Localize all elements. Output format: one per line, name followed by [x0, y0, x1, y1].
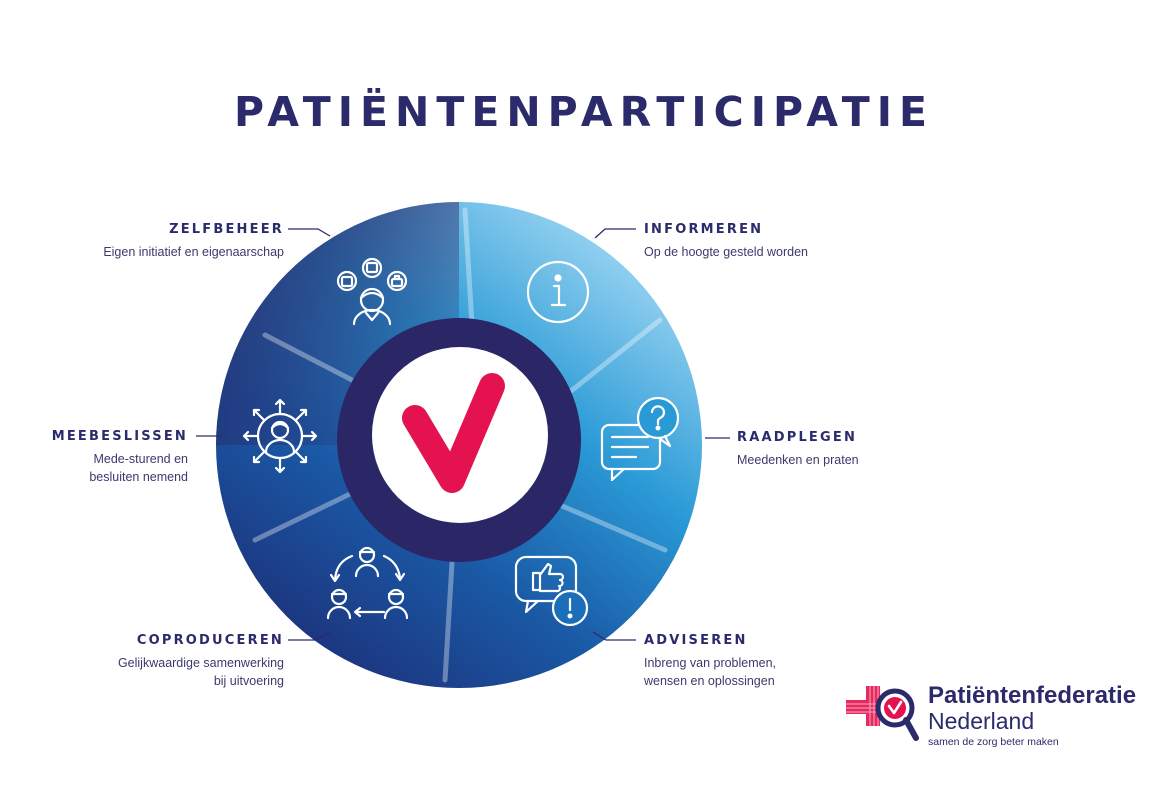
checkmark-icon — [402, 373, 505, 493]
heading-coproduceren: COPRODUCEREN — [136, 633, 284, 648]
logo-name-line1: Patiëntenfederatie — [928, 682, 1137, 709]
person-arrows-icon — [242, 398, 318, 474]
description-adviseren: Inbreng van problemen, wensen en oplossi… — [644, 656, 777, 688]
heading-adviseren: ADVISEREN — [644, 633, 748, 648]
divider-2 — [563, 317, 663, 398]
divider-1 — [462, 207, 475, 328]
divider-6 — [262, 332, 355, 383]
divider-5 — [252, 490, 355, 543]
divider-3 — [557, 502, 668, 553]
logo: Patiëntenfederatie Nederland samen de zo… — [846, 682, 1146, 752]
label-meebeslissen: MEEBESLISSEN Mede-sturend en besluiten n… — [52, 429, 188, 486]
connector-adviseren — [592, 631, 636, 641]
people-cycle-icon — [326, 546, 409, 620]
label-informeren: INFORMEREN Op de hoogte gesteld worden — [644, 222, 808, 261]
heading-informeren: INFORMEREN — [644, 222, 764, 237]
connector-zelfbeheer — [288, 228, 331, 237]
logo-name-line2: Nederland — [928, 708, 1035, 734]
info-circle-icon — [526, 260, 590, 324]
heading-raadplegen: RAADPLEGEN — [737, 430, 858, 445]
label-zelfbeheer: ZELFBEHEER Eigen initiatief en eigenaars… — [103, 222, 284, 261]
chat-question-icon — [600, 396, 680, 482]
label-coproduceren: COPRODUCEREN Gelijkwaardige samenwerking… — [118, 633, 284, 690]
description-informeren: Op de hoogte gesteld worden — [644, 245, 809, 259]
page-title: PATIËNTENPARTICIPATIE — [233, 88, 935, 136]
person-tools-icon — [336, 257, 408, 326]
connector-coproduceren — [288, 631, 331, 641]
logo-tagline: samen de zorg beter maken — [928, 736, 1059, 748]
label-adviseren: ADVISEREN Inbreng van problemen, wensen … — [644, 633, 776, 690]
heading-zelfbeheer: ZELFBEHEER — [169, 222, 284, 237]
description-coproduceren: Gelijkwaardige samenwerking bij uitvoeri… — [117, 656, 284, 688]
label-raadplegen: RAADPLEGEN Meedenken en praten — [737, 430, 859, 469]
connector-informeren — [594, 228, 636, 239]
description-meebeslissen: Mede-sturend en besluiten nemend — [89, 452, 188, 484]
thumbs-up-alert-icon — [514, 555, 589, 627]
logo-mark — [846, 686, 919, 741]
description-zelfbeheer: Eigen initiatief en eigenaarschap — [103, 245, 284, 259]
description-raadplegen: Meedenken en praten — [737, 453, 859, 467]
heading-meebeslissen: MEEBESLISSEN — [51, 429, 188, 444]
divider-4 — [442, 560, 455, 683]
